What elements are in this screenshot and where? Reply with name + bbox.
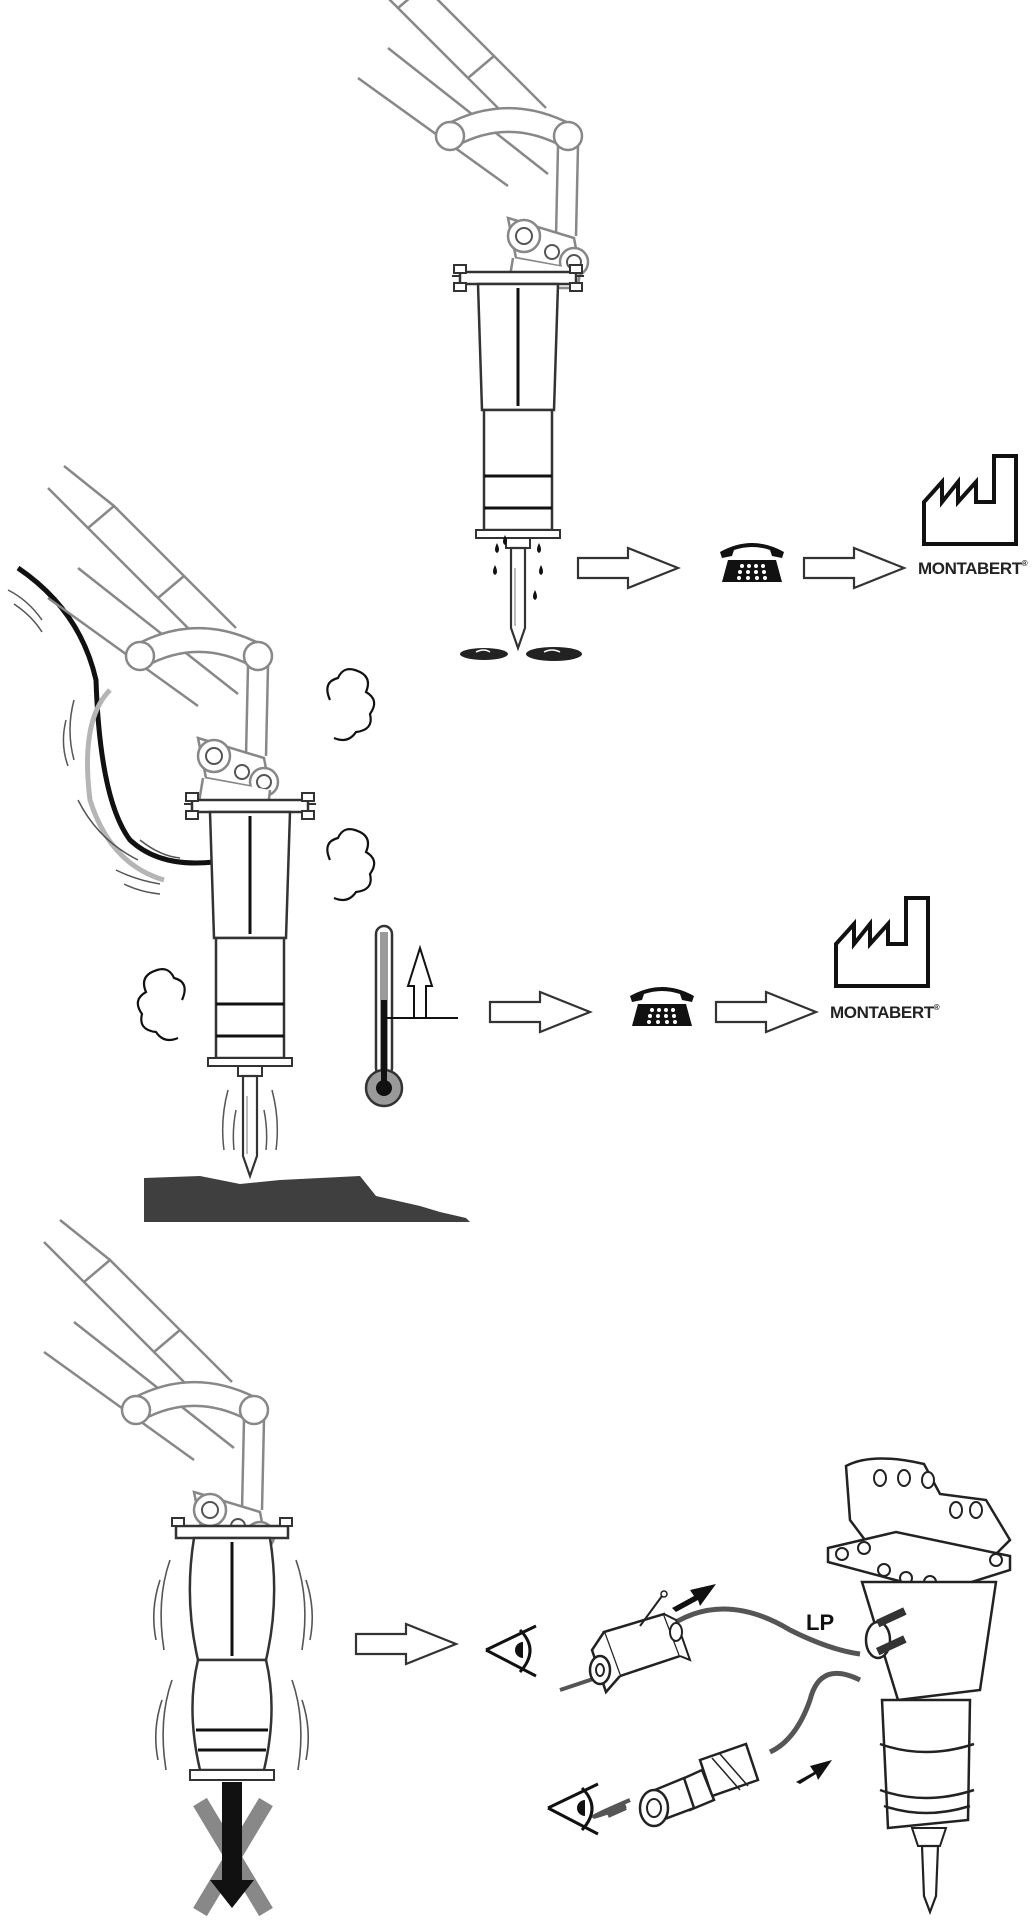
breaker-hammer-detail [828,1458,1010,1912]
breaker-hammer [452,265,584,548]
pressure-gauge-fitting [590,1591,690,1692]
steam-cloud-icon [327,669,374,740]
manufacturer-logo: MONTABERT® [918,559,1028,578]
chisel-tool [511,548,525,648]
panel-vibration: LP [44,1220,1010,1912]
no-impact-cross [200,1782,266,1912]
breaker-hammer [184,793,316,1076]
thermometer-rising-icon [366,926,458,1106]
excavator-arm [44,1220,274,1562]
vibrating-hammer-icon [154,1518,313,1780]
hydraulic-hose [8,568,214,894]
arrow-right-icon [804,548,904,588]
eye-icon [486,1626,536,1676]
panel-overheating: MONTABERT® [8,466,940,1222]
oil-puddle-icon [460,647,582,661]
telephone-icon [630,987,694,1026]
panel-oil-leak: MONTABERT® [358,0,1028,661]
steam-cloud-icon [138,969,185,1040]
arrow-right-icon [578,548,678,588]
arrow-right-icon [490,992,590,1032]
telephone-icon [720,543,784,582]
chisel-tool [243,1076,257,1176]
arrow-right-icon [716,992,816,1032]
lp-port-label: LP [806,1610,834,1635]
excavator-arm [358,0,588,288]
arrow-right-icon [356,1624,456,1664]
check-valve-fitting [640,1744,758,1826]
eye-icon [548,1784,598,1834]
ground-rock [144,1176,470,1222]
steam-cloud-icon [327,829,374,900]
factory-icon [836,898,928,986]
manufacturer-logo: MONTABERT® [830,1003,940,1022]
factory-icon [924,456,1016,544]
